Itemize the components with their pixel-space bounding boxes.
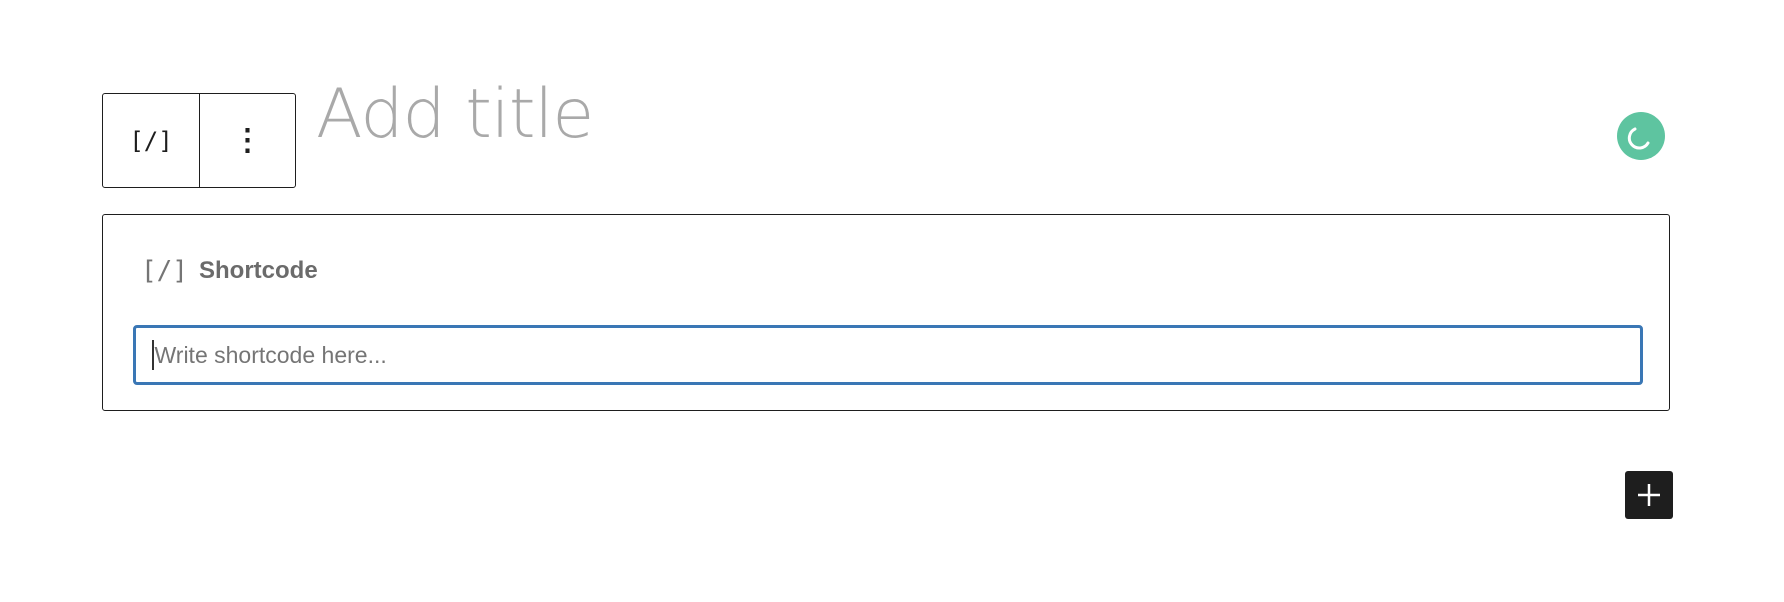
loading-spinner-icon <box>1627 127 1650 150</box>
text-caret <box>152 340 154 370</box>
shortcode-input[interactable]: Write shortcode here... <box>133 325 1643 385</box>
add-block-button[interactable] <box>1625 471 1673 519</box>
shortcode-icon: [/] <box>141 256 188 286</box>
more-options-button[interactable]: ⋮ <box>200 94 295 187</box>
shortcode-icon: [/] <box>129 126 173 155</box>
status-indicator[interactable] <box>1617 112 1665 160</box>
plus-icon <box>1638 484 1660 506</box>
shortcode-input-placeholder: Write shortcode here... <box>154 341 387 368</box>
block-header: [/] Shortcode <box>141 251 318 291</box>
block-type-button[interactable]: [/] <box>103 94 200 187</box>
post-title-placeholder[interactable]: Add title <box>316 75 594 154</box>
block-label: Shortcode <box>199 257 318 284</box>
shortcode-block[interactable]: [/] Shortcode Write shortcode here... <box>102 214 1670 411</box>
vertical-ellipsis-icon: ⋮ <box>232 124 263 157</box>
block-toolbar: [/] ⋮ <box>102 93 296 188</box>
